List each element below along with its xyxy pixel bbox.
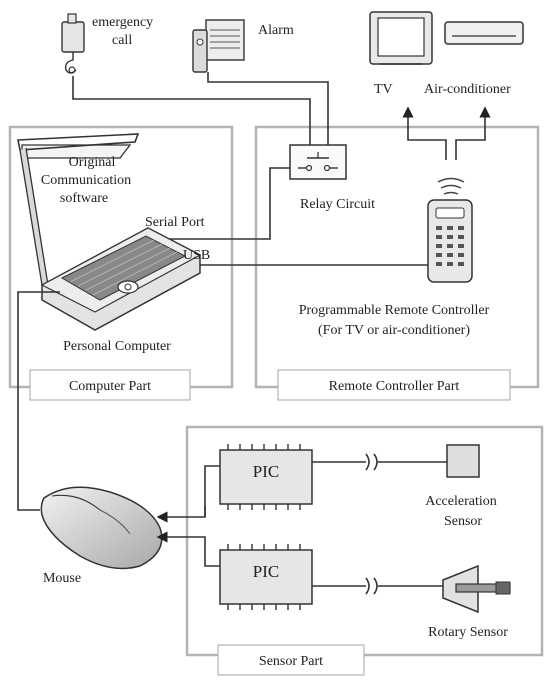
air-conditioner-label: Air-conditioner	[424, 82, 511, 97]
ac-arrow	[455, 106, 491, 160]
tv-icon	[369, 11, 433, 65]
acceleration-sensor-wire	[312, 453, 447, 471]
tv-label: TV	[374, 82, 393, 97]
pic-chip-1	[219, 444, 313, 510]
mouse-cable	[17, 291, 60, 511]
computer-part-label-box	[29, 369, 191, 401]
serial-port-wire	[147, 167, 290, 240]
emergency-call-label-2: call	[112, 33, 132, 48]
software-line-1: Original	[69, 155, 116, 170]
tv-arrow	[402, 106, 447, 160]
pic2-to-mouse-wire	[156, 531, 220, 567]
pic-1-label: PIC	[253, 462, 279, 481]
remote-name-line-1: Programmable Remote Controller	[299, 303, 490, 318]
remote-name-line-2: (For TV or air-conditioner)	[318, 323, 470, 338]
relay-circuit-label: Relay Circuit	[300, 197, 375, 212]
remote-part-label: Remote Controller Part	[329, 379, 460, 394]
sensor-part-label-box	[217, 644, 365, 676]
rotary-sensor-icon	[442, 564, 511, 614]
infrared-signal-icon	[437, 177, 465, 195]
emergency-call-label-1: emergency	[92, 15, 153, 30]
emergency-call-wire	[72, 76, 311, 145]
remote-controller-icon	[427, 199, 473, 283]
pic-chip-2	[219, 544, 313, 610]
personal-computer-label: Personal Computer	[63, 339, 171, 354]
serial-port-label: Serial Port	[145, 215, 205, 230]
remote-part-label-box	[277, 369, 511, 401]
rotary-sensor-label: Rotary Sensor	[428, 625, 508, 640]
mouse-label: Mouse	[43, 571, 81, 586]
computer-part-label: Computer Part	[69, 379, 151, 394]
alarm-label: Alarm	[258, 23, 294, 38]
pic-2-label: PIC	[253, 562, 279, 581]
sensor-part-label: Sensor Part	[259, 654, 323, 669]
air-conditioner-icon	[444, 21, 524, 45]
acceleration-sensor-label-2: Sensor	[444, 514, 482, 529]
usb-label: USB	[183, 248, 210, 263]
mouse-icon	[40, 486, 163, 570]
laptop-icon	[17, 133, 202, 331]
software-line-3: software	[60, 191, 108, 206]
acceleration-sensor-icon	[446, 444, 480, 478]
pic1-to-mouse-wire	[156, 465, 220, 523]
alarm-wire	[207, 72, 329, 145]
relay-circuit-icon	[289, 144, 347, 180]
software-line-2: Communication	[41, 173, 131, 188]
emergency-call-icon	[61, 13, 85, 74]
acceleration-sensor-label-1: Acceleration	[425, 494, 497, 509]
rotary-sensor-wire	[312, 577, 443, 595]
alarm-icon	[192, 19, 245, 73]
